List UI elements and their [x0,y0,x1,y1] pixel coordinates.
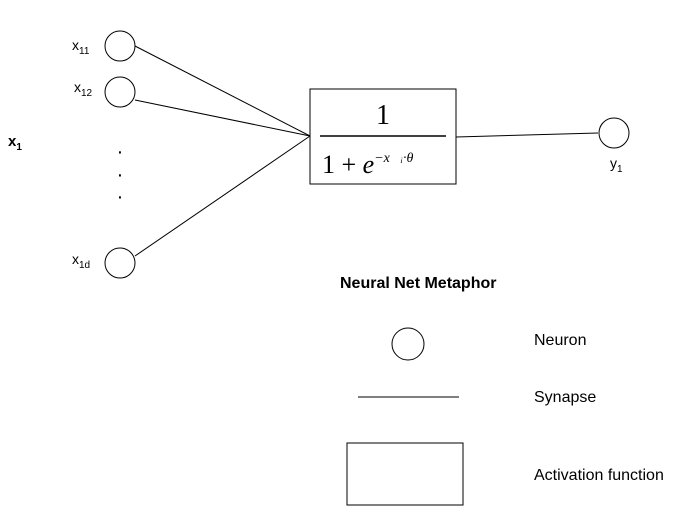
ellipsis-dot: · [117,164,124,186]
synapse-output [455,132,599,138]
legend-neuron-label: Neuron [534,332,586,349]
input-group-label-main: x [8,133,17,150]
input-group-label-sub: 1 [16,142,22,153]
output-label: y1 [610,155,623,175]
legend-neuron-symbol [391,327,425,361]
input-label-x11: x11 [72,37,90,57]
legend-activation-symbol [346,442,464,506]
input-label-x12: x12 [74,79,93,99]
formula-numerator: 1 [376,100,390,131]
synapse-x1d [134,135,311,257]
input-neuron-x12 [104,76,136,108]
input-neuron-x11 [104,30,136,62]
legend-title: Neural Net Metaphor [340,275,496,292]
synapse-x11 [134,45,311,137]
input-label-x1d: x1d [72,251,90,271]
legend-synapse-label: Synapse [534,389,596,406]
ellipsis-dot: · [117,186,124,208]
ellipsis-dot: · [117,141,124,163]
formula-denominator: 1 + e−x⃗ᵢ·θ⃗ [322,150,424,179]
synapse-x12 [134,99,311,137]
output-neuron [598,117,630,149]
legend-activation-label: Activation function [534,467,664,484]
input-neuron-x1d [104,247,136,279]
input-group-label: x1 [8,133,22,153]
